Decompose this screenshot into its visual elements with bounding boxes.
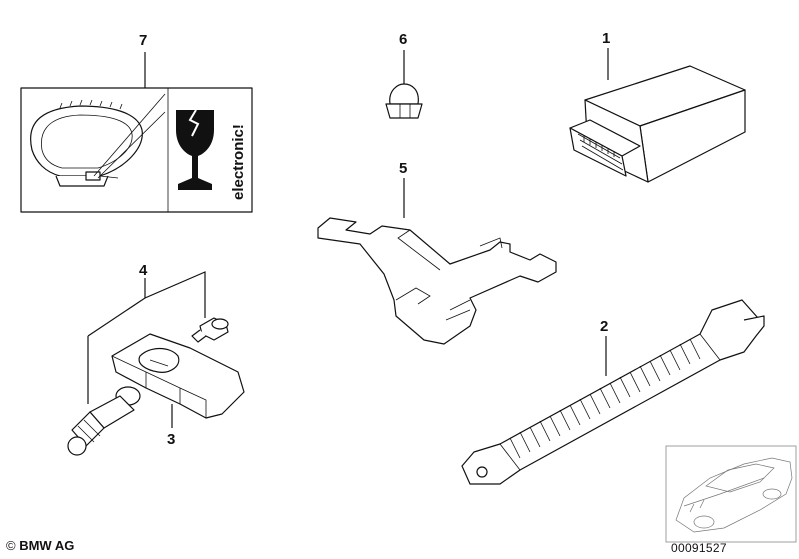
vehicle-thumbnail [665,445,797,543]
car-outline-icon [675,457,793,533]
screw [191,317,229,343]
document-number: 00091527 [671,541,727,555]
part-5-bracket [317,178,557,345]
part-2-strap [461,299,765,485]
callout-2: 2 [600,318,608,335]
part-6-cap-nut [385,50,423,119]
tire-section-icon [30,93,166,187]
callout-3: 3 [167,431,175,448]
callout-7: 7 [139,32,147,49]
callout-5: 5 [399,160,407,177]
fragile-glass-icon [176,109,214,190]
copyright-notice: © BMW AG [6,538,74,553]
part-4-tpms-sensor-kit [67,271,245,456]
label-electronic-text: electronic! [230,124,247,200]
callout-1: 1 [602,30,610,47]
sensor-body [111,333,245,419]
valve-stem [67,386,141,456]
part-7-warning-label: electronic! [20,52,253,213]
copyright-text: BMW AG [19,538,75,553]
copyright-symbol: © [6,538,16,553]
callout-4: 4 [139,262,148,279]
part-1-control-unit [569,48,746,183]
callout-bracket-4 [87,271,206,404]
callout-6: 6 [399,31,407,48]
